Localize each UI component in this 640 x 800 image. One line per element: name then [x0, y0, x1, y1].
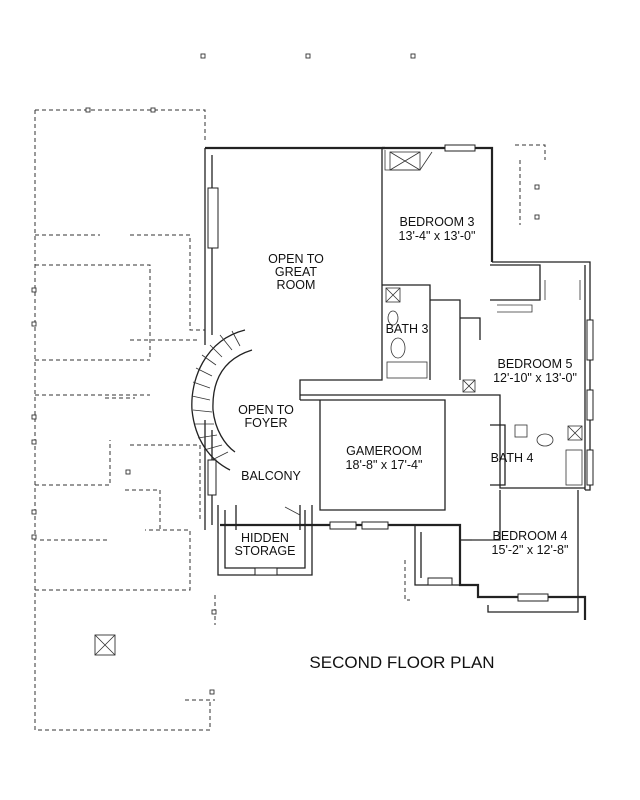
column-markers — [31, 53, 540, 695]
open-great-line2: GREAT — [275, 265, 317, 279]
interior-walls — [235, 150, 583, 541]
bedroom3-size: 13'-4" x 13'-0" — [399, 229, 476, 243]
curved-staircase — [191, 329, 253, 471]
bedroom5-size: 12'-10" x 13'-0" — [493, 371, 577, 385]
bedroom4-name: BEDROOM 4 — [492, 529, 567, 543]
windows — [207, 144, 594, 602]
open-great-line1: OPEN TO — [268, 252, 324, 266]
hidden-storage-line1: HIDDEN — [241, 531, 289, 545]
open-great-line3: ROOM — [277, 278, 316, 292]
bedroom3-name: BEDROOM 3 — [399, 215, 474, 229]
open-foyer-line2: FOYER — [244, 416, 287, 430]
bedroom4-size: 15'-2" x 12'-8" — [492, 543, 569, 557]
plan-title: SECOND FLOOR PLAN — [309, 653, 494, 672]
exterior-walls — [204, 146, 591, 620]
bath3-name: BATH 3 — [386, 322, 429, 336]
room-labels: BEDROOM 3 13'-4" x 13'-0" OPEN TO GREAT … — [235, 215, 577, 558]
balcony-name: BALCONY — [241, 469, 301, 483]
bedroom5-name: BEDROOM 5 — [497, 357, 572, 371]
first-floor-outline — [34, 109, 546, 731]
bath4-name: BATH 4 — [491, 451, 534, 465]
gameroom-size: 18'-8" x 17'-4" — [346, 458, 423, 472]
hidden-storage-line2: STORAGE — [235, 544, 296, 558]
gameroom-name: GAMEROOM — [346, 444, 422, 458]
open-foyer-line1: OPEN TO — [238, 403, 294, 417]
